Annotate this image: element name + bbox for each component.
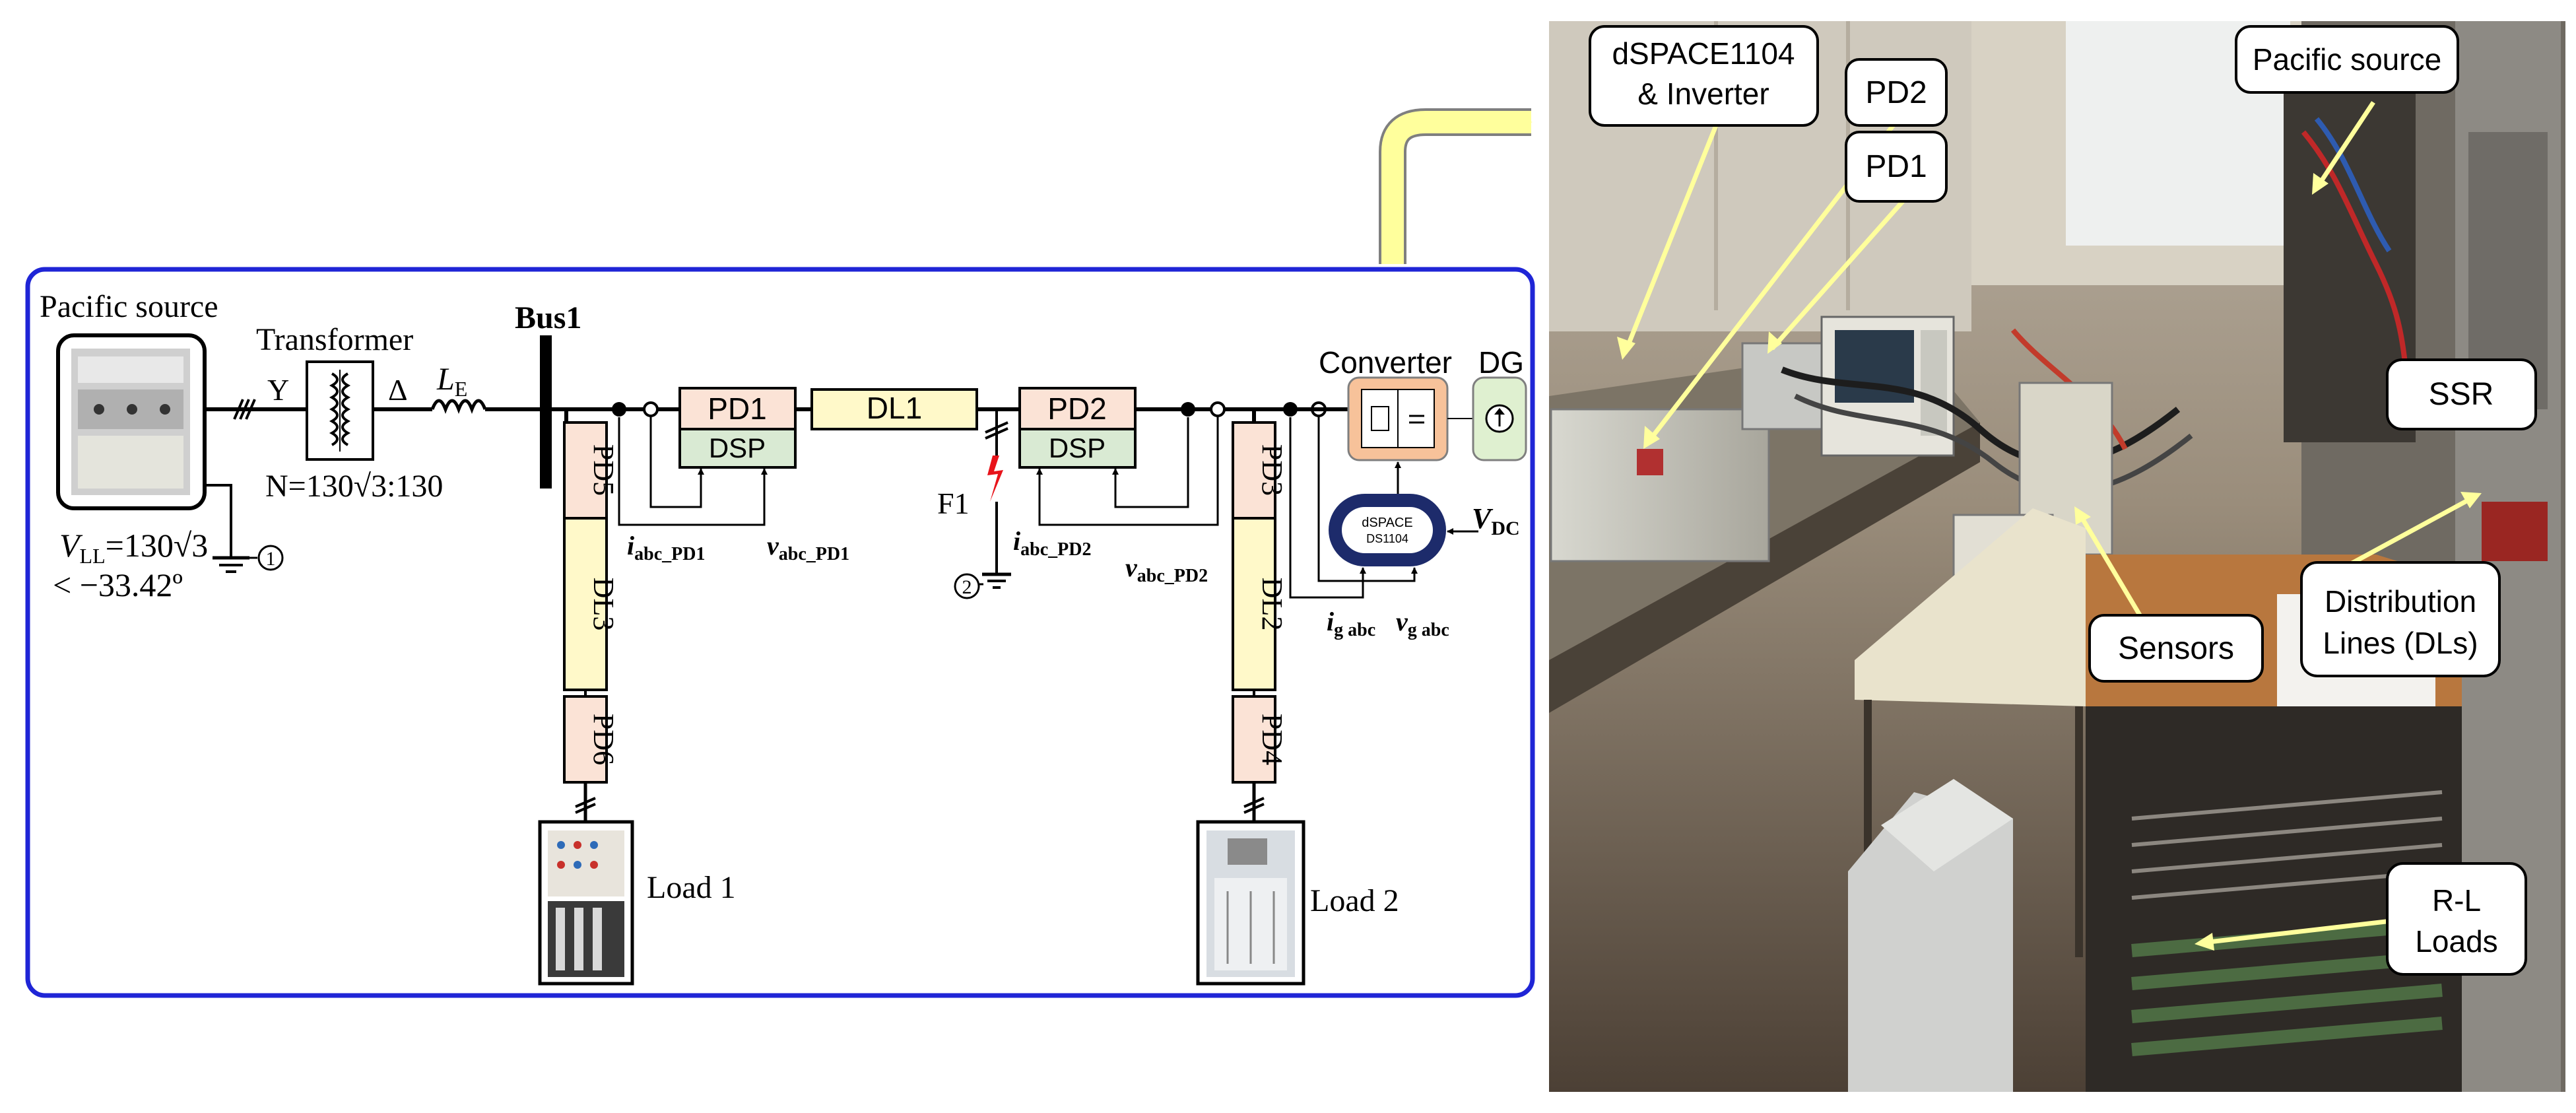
converter: Converter (1319, 345, 1452, 461)
callout-dspace-line2: & Inverter (1637, 77, 1769, 111)
callout-pd2: PD2 (1865, 75, 1927, 110)
vll-symbol: V (59, 527, 83, 564)
dl2-label: DL2 (1256, 578, 1288, 631)
svg-text:iabc_PD1: iabc_PD1 (627, 531, 705, 564)
callout-distribution-line2: Lines (DLs) (2323, 626, 2478, 660)
photo-callouts: dSPACE1104 & Inverter PD2 PD1 Pacific so… (1589, 25, 2537, 976)
bus1-label: Bus1 (515, 300, 581, 335)
svg-text:iabc_PD2: iabc_PD2 (1013, 526, 1091, 560)
dl1-label: DL1 (867, 391, 922, 425)
dspace-controller: dSPACE DS1104 (1329, 494, 1446, 566)
load-2-label: Load 2 (1310, 883, 1399, 918)
svg-text:ig abc: ig abc (1327, 607, 1375, 640)
bus1 (540, 335, 552, 489)
delta-symbol: Δ (388, 373, 408, 407)
dl2-box (1232, 517, 1276, 691)
ig-symbol: i (1327, 607, 1334, 636)
dsp2-box (1018, 428, 1137, 469)
fault-f1: F1 2 (937, 409, 1011, 599)
fault-bolt-icon (987, 455, 1003, 502)
pd5-box (563, 421, 608, 520)
dsp1-label: DSP (709, 432, 766, 463)
vll-sub: LL (80, 544, 106, 568)
callout-dspace-line1: dSPACE1104 (1612, 36, 1795, 71)
dspace-line1: dSPACE (1362, 516, 1412, 530)
callout-pacific-source: Pacific source (2253, 42, 2441, 77)
svg-text:vabc_PD1: vabc_PD1 (767, 531, 849, 564)
wye-symbol: Y (267, 373, 289, 407)
svg-text:LE: LE (436, 362, 467, 401)
pd6-label: PD6 (587, 714, 620, 765)
callout-pd1: PD1 (1865, 149, 1927, 184)
svg-text:vg abc: vg abc (1396, 607, 1449, 640)
callout-distribution-line1: Distribution (2325, 584, 2476, 619)
transformer-ratio: N=130√3:130 (265, 469, 443, 504)
load-1: Load 1 (538, 820, 736, 986)
converter-label: Converter (1319, 345, 1452, 380)
svg-text:vabc_PD2: vabc_PD2 (1125, 553, 1208, 586)
inductor-label: L (436, 362, 455, 397)
ground-ref-2-label: 2 (962, 576, 972, 598)
i-pd2-symbol: i (1013, 526, 1020, 556)
lab-photo (1549, 21, 2565, 1092)
pd2-label: PD2 (1047, 391, 1106, 426)
svg-text:VDC: VDC (1472, 502, 1520, 539)
load-1-label: Load 1 (647, 870, 736, 905)
vdc-sub: DC (1491, 518, 1519, 539)
svg-text:VLL=130√3: VLL=130√3 (59, 527, 208, 568)
vg-sub: g abc (1408, 620, 1449, 640)
pacific-source: Pacific source (40, 289, 218, 510)
vg-symbol: v (1396, 607, 1408, 636)
pd4-label: PD4 (1256, 714, 1288, 765)
ig-sub: g abc (1334, 620, 1375, 640)
callout-rl-line2: Loads (2415, 924, 2497, 959)
distributed-generator: DG (1472, 345, 1527, 461)
vll-value: =130√3 (106, 527, 209, 564)
v-pd1-symbol: v (767, 531, 779, 560)
transformer-label: Transformer (256, 322, 413, 357)
callout-rl-line1: R-L (2432, 883, 2481, 918)
load-2: Load 2 (1196, 820, 1399, 986)
i-pd1-symbol: i (627, 531, 634, 560)
ground-ref-1: 1 (205, 484, 284, 573)
three-phase-tick-1 (233, 399, 256, 420)
v-pd1-sub: abc_PD1 (779, 544, 849, 564)
callout-ssr: SSR (2429, 377, 2494, 412)
dsp1-box (678, 428, 797, 469)
pd3-label: PD3 (1256, 444, 1288, 496)
fault-label: F1 (937, 487, 970, 520)
inductor-le: LE (430, 362, 487, 414)
pacific-source-label: Pacific source (40, 289, 218, 324)
dspace-line2: DS1104 (1366, 532, 1408, 545)
dl3-label: DL3 (587, 578, 620, 631)
dsp2-label: DSP (1049, 432, 1106, 463)
v-pd2-symbol: v (1125, 553, 1138, 582)
pd2-cabinet (1550, 408, 1770, 562)
ground-ref-1-label: 1 (266, 548, 276, 570)
vdc-symbol: V (1472, 502, 1494, 535)
dl1-box (810, 388, 978, 430)
i-pd2-sub: abc_PD2 (1020, 539, 1091, 560)
transformer: Transformer (256, 322, 413, 461)
schematic-frame (25, 267, 1535, 998)
i-pd1-sub: abc_PD1 (634, 544, 705, 564)
dg-label: DG (1478, 345, 1524, 380)
pd1-label: PD1 (708, 391, 766, 426)
vll-angle: < −33.42º (53, 566, 183, 603)
v-pd2-sub: abc_PD2 (1137, 566, 1208, 586)
ssr-unit (2482, 502, 2548, 561)
inductor-sub: E (455, 377, 468, 401)
pd5-label: PD5 (587, 444, 620, 496)
pd2-box (1018, 387, 1137, 430)
callout-sensors: Sensors (2118, 631, 2234, 666)
photo-link-arrow (1379, 108, 1533, 264)
